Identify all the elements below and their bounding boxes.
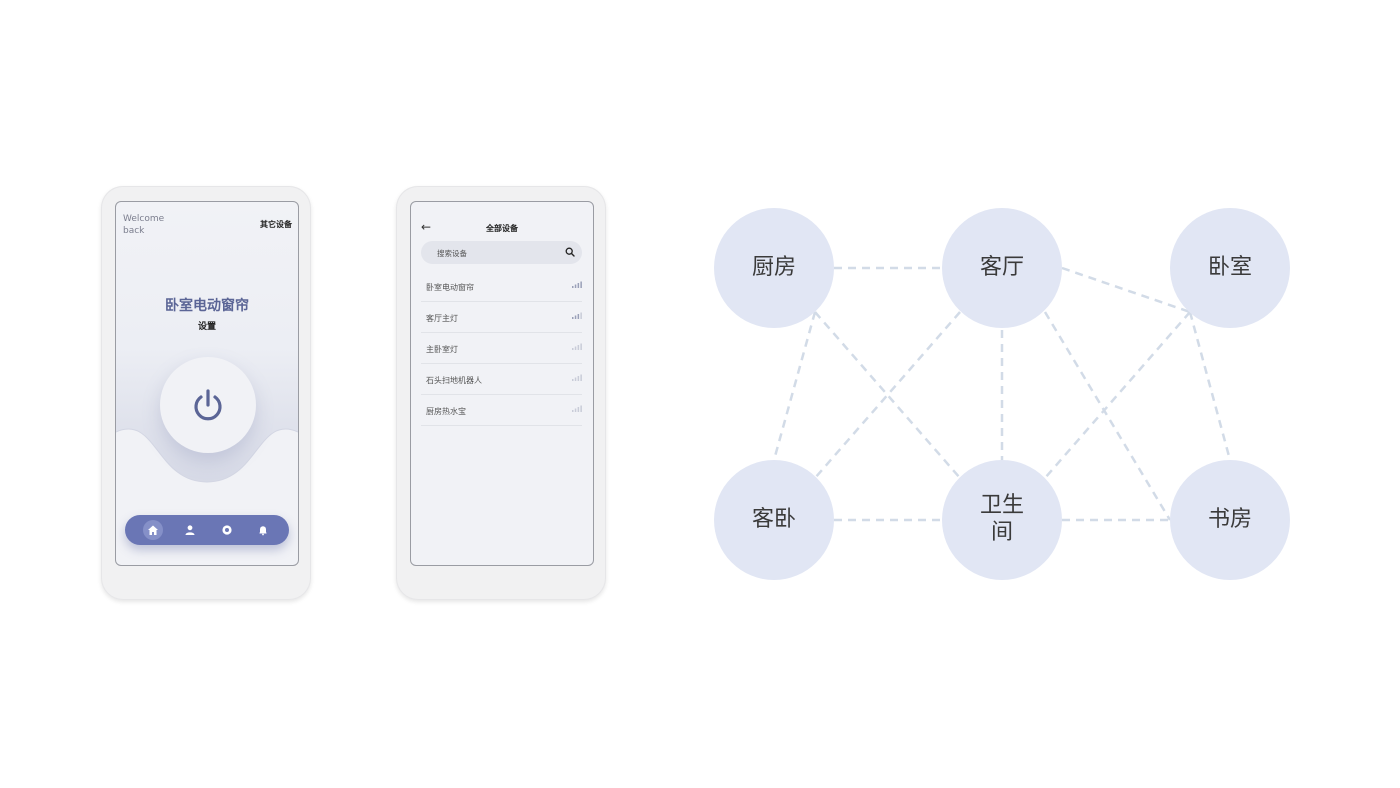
device-name: 卧室电动窗帘	[426, 283, 474, 292]
record-icon	[222, 525, 232, 535]
signal-icon	[572, 312, 582, 319]
device-name: 石头扫地机器人	[426, 376, 482, 385]
link-living-guest	[814, 311, 961, 479]
signal-icon	[572, 405, 582, 412]
room-network-diagram: 厨房 客厅 卧室 客卧 卫生间 书房	[700, 190, 1310, 600]
room-node-living	[942, 208, 1062, 328]
room-links	[714, 208, 1290, 580]
phone-mockup-control: Welcome back 其它设备 卧室电动窗帘 设置	[101, 186, 311, 600]
link-living-study	[1043, 311, 1172, 521]
room-label-bedroom: 卧室	[1207, 255, 1252, 280]
list-item[interactable]: 厨房热水宝	[421, 395, 582, 426]
link-bedroom-study	[1188, 311, 1232, 461]
page-title: 全部设备	[486, 224, 518, 233]
list-item[interactable]: 主卧室灯	[421, 333, 582, 364]
power-button[interactable]	[160, 357, 256, 453]
welcome-text: Welcome back	[123, 214, 165, 236]
signal-icon	[572, 281, 582, 288]
back-arrow-icon[interactable]: ←	[421, 220, 432, 234]
home-icon	[148, 525, 158, 535]
room-node-guest	[714, 460, 834, 580]
link-kitchen-bathroom	[814, 311, 961, 479]
nav-record[interactable]	[217, 520, 237, 540]
phone-mockup-device-list: ← 全部设备 搜索设备 卧室电动窗帘 客厅主灯	[396, 186, 606, 600]
device-list: 卧室电动窗帘 客厅主灯 主卧室灯	[421, 271, 582, 426]
device-control-screen: Welcome back 其它设备 卧室电动窗帘 设置	[115, 201, 299, 566]
bell-icon	[259, 526, 267, 536]
device-settings-link[interactable]: 设置	[197, 322, 216, 332]
room-node-bedroom	[1170, 208, 1290, 328]
list-item[interactable]: 卧室电动窗帘	[421, 271, 582, 302]
nav-notifications[interactable]	[253, 520, 273, 540]
other-devices-link[interactable]: 其它设备	[260, 220, 292, 229]
link-kitchen-guest	[772, 311, 817, 461]
room-node-bathroom	[942, 460, 1062, 580]
list-item[interactable]: 石头扫地机器人	[421, 364, 582, 395]
room-node-kitchen	[714, 208, 834, 328]
signal-icon	[572, 374, 582, 381]
search-icon[interactable]	[565, 247, 575, 257]
room-label-bathroom: 卫生间	[979, 493, 1024, 545]
nav-home[interactable]	[143, 520, 163, 540]
device-name: 厨房热水宝	[426, 407, 466, 416]
device-name: 客厅主灯	[426, 314, 458, 323]
user-icon	[185, 525, 195, 535]
link-bedroom-bathroom	[1044, 311, 1191, 479]
device-title: 卧室电动窗帘	[165, 298, 249, 314]
device-list-screen: ← 全部设备 搜索设备 卧室电动窗帘 客厅主灯	[410, 201, 594, 566]
room-label-guest: 客卧	[751, 507, 796, 532]
list-item[interactable]: 客厅主灯	[421, 302, 582, 333]
wave-decoration	[116, 428, 298, 492]
device-name: 主卧室灯	[426, 345, 458, 354]
room-label-kitchen: 厨房	[751, 255, 796, 280]
power-icon	[194, 389, 222, 421]
signal-icon	[572, 343, 582, 350]
bottom-nav-bar	[125, 515, 289, 545]
search-placeholder: 搜索设备	[437, 249, 467, 258]
link-living-bedroom	[1061, 266, 1191, 314]
nav-user[interactable]	[180, 520, 200, 540]
room-node-study	[1170, 460, 1290, 580]
room-label-study: 书房	[1207, 507, 1252, 532]
room-label-living: 客厅	[979, 255, 1024, 280]
search-input[interactable]: 搜索设备	[421, 241, 582, 264]
